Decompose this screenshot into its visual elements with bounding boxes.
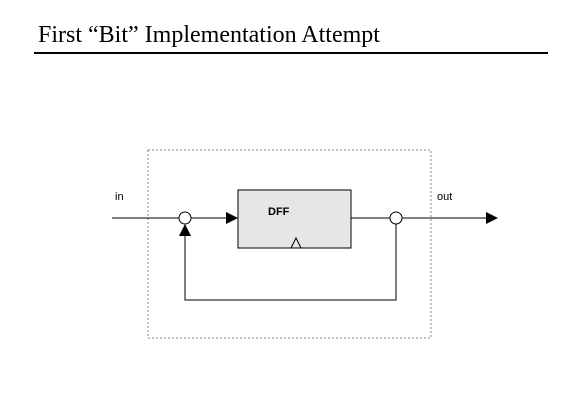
title-underline — [34, 52, 548, 54]
input-label: in — [115, 191, 124, 203]
dff-block — [237, 189, 352, 249]
input-junction — [178, 211, 192, 225]
slide-title: First “Bit” Implementation Attempt — [38, 22, 380, 48]
feedback-wire — [184, 224, 397, 301]
feedback-arrowhead — [179, 224, 191, 236]
dff-label: DFF — [268, 206, 290, 218]
clock-marker — [290, 236, 302, 249]
output-label: out — [437, 191, 452, 203]
output-arrowhead — [486, 212, 498, 224]
output-junction — [389, 211, 403, 225]
dff-input-arrowhead — [226, 212, 238, 224]
chip-boundary — [147, 149, 432, 339]
